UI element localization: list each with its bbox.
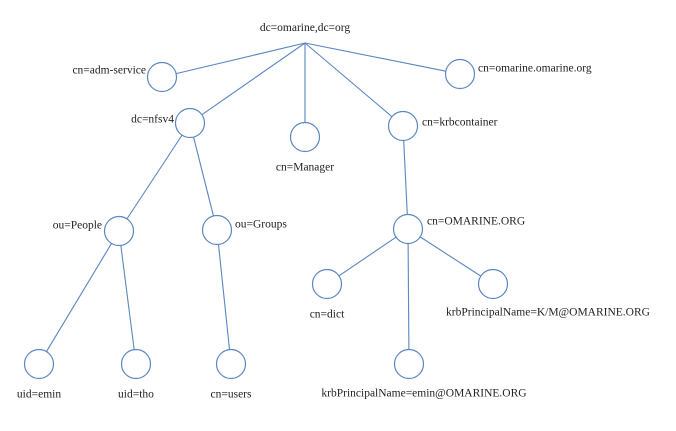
node-label-dict: cn=dict bbox=[310, 309, 345, 321]
node-omo bbox=[444, 58, 476, 90]
node-km bbox=[477, 268, 509, 300]
node-label-adm: cn=adm-service bbox=[72, 65, 146, 77]
node-manager bbox=[289, 121, 321, 153]
edge-nfsv4-groups bbox=[193, 136, 214, 217]
edges bbox=[46, 42, 482, 352]
node-label-tho: uid=tho bbox=[118, 389, 154, 401]
node-realm bbox=[392, 213, 424, 245]
node-label-people: ou=People bbox=[53, 220, 102, 232]
node-emin bbox=[23, 348, 55, 380]
node-tho bbox=[120, 348, 152, 380]
edge-people-tho bbox=[120, 245, 135, 350]
node-label-groups: ou=Groups bbox=[235, 219, 287, 231]
node-label-km: krbPrincipalName=K/M@OMARINE.ORG bbox=[446, 307, 650, 319]
node-label-manager: cn=Manager bbox=[276, 162, 334, 174]
node-adm bbox=[146, 61, 178, 93]
root-label: dc=omarine,dc=org bbox=[260, 22, 351, 34]
node-dict bbox=[311, 268, 343, 300]
edge-realm-eminp bbox=[407, 243, 410, 350]
node-label-users: cn=users bbox=[211, 389, 252, 401]
edge-root-adm bbox=[175, 42, 306, 75]
node-eminp bbox=[393, 348, 425, 380]
node-label-krb: cn=krbcontainer bbox=[422, 117, 498, 129]
node-label-nfsv4: dc=nfsv4 bbox=[131, 114, 174, 126]
node-krb bbox=[387, 110, 419, 142]
edge-realm-dict bbox=[338, 236, 397, 277]
node-people bbox=[103, 215, 135, 247]
node-label-omo: cn=omarine.omarine.org bbox=[478, 63, 592, 75]
node-label-eminp: krbPrincipalName=emin@OMARINE.ORG bbox=[321, 388, 526, 400]
nodes: cn=adm-service cn=omarine.omarine.org dc=n… bbox=[17, 58, 650, 401]
edge-nfsv4-people bbox=[126, 134, 183, 220]
node-label-emin: uid=emin bbox=[17, 389, 61, 401]
edge-realm-km bbox=[419, 236, 482, 277]
edge-krb-realm bbox=[403, 140, 408, 215]
node-nfsv4 bbox=[174, 107, 206, 139]
node-groups bbox=[201, 214, 233, 246]
edge-root-nfsv4 bbox=[201, 42, 306, 116]
edge-root-krb bbox=[304, 42, 393, 118]
edge-people-emin bbox=[46, 243, 112, 352]
node-label-realm: cn=OMARINE.ORG bbox=[427, 216, 525, 228]
edge-root-omo bbox=[304, 42, 446, 72]
edge-groups-users bbox=[217, 244, 231, 350]
node-users bbox=[215, 348, 247, 380]
